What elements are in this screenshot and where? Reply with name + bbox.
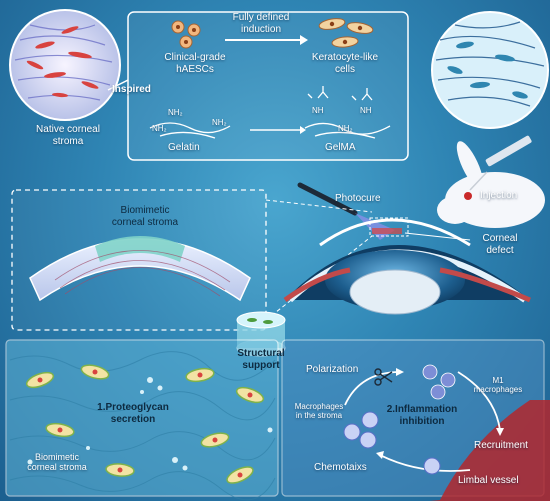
biomimetic-arc-label: Biomimetic corneal stroma [111,205,179,228]
chemotaxis-label: Chemotaixs [314,462,367,473]
structural-support-label: Structural support [237,348,285,371]
nh-label-b: NH [360,106,372,115]
proteoglycan-panel [5,339,279,497]
eye-cross-section [283,217,531,315]
recruitment-label: Recruitment [474,440,528,451]
macrophages-stroma-label: Macrophages in the stroma [294,402,344,421]
inflammation-label: 2.Inflammation inhibition [386,404,458,427]
polarization-label: Polarization [306,364,359,375]
haesc-label: Clinical-grade hAESCs [164,52,226,75]
injection-label: Injection [480,190,518,201]
nh2-label-c: NH₂ [212,118,227,127]
gelatin-label: Gelatin [168,142,200,153]
proteoglycan-dots [27,377,273,471]
scissors-icon [374,368,393,386]
inspired-arrow [107,79,129,91]
photocure-label: Photocure [335,193,381,204]
induction-label: Fully defined induction [232,12,290,35]
corneal-defect-label: Corneal defect [482,233,518,256]
nh-label-a: NH [312,106,324,115]
biomimetic-stroma-label: Biomimetic corneal stroma [27,452,87,473]
native-stroma-sphere [9,9,121,121]
limbal-vessel-shape [430,400,550,501]
gelma-label: GelMA [325,142,356,153]
cycle-arrows [344,371,501,472]
proteoglycan-label: 1.Proteoglycan secretion [97,402,169,425]
gelma-chain [304,86,391,139]
inspired-label: Inspired [112,84,151,95]
rabbit-icon [437,141,545,228]
macrophage-cells [343,364,456,475]
nh2-label-a: NH₂ [168,108,183,117]
top-frame [127,11,409,161]
gelatin-chain [149,122,231,139]
m1-macrophages-label: M1 macrophages [473,376,523,395]
keratocyte-label: Keratocyte-like cells [311,52,379,75]
scaffold-network [9,351,276,501]
limbal-vessel-label: Limbal vessel [458,475,519,486]
native-stroma-label: Native corneal stroma [36,124,100,147]
corneal-arc [29,236,251,302]
syringe-icon [469,135,532,191]
nh2-label-b: NH₂ [152,124,167,133]
engineered-stroma-sphere [431,11,549,129]
keratocyte-cells [318,18,374,48]
haesc-cells [171,20,201,49]
green-cells [25,364,265,484]
nh2-label-d: NH₂ [338,124,353,133]
light-pen-icon [297,182,358,216]
